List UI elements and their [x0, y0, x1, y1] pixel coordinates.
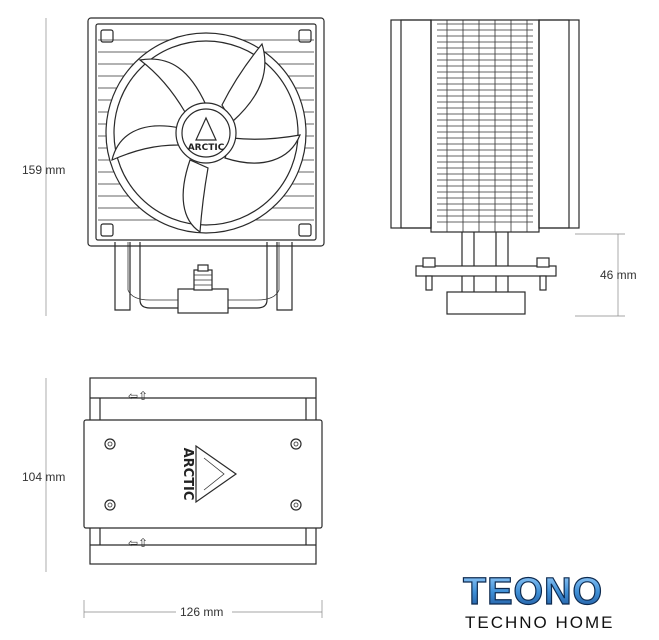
teono-watermark: TEONO TECHNO HOME	[462, 570, 615, 632]
top-screws	[104, 438, 302, 511]
airflow-arrow-top-icon: ⇦⇧	[128, 389, 148, 403]
base-height-label: 46 mm	[600, 268, 637, 282]
height-dimension: 159 mm	[22, 18, 65, 316]
fan-blades	[111, 42, 301, 234]
front-hub-brand: ARCTIC	[188, 143, 225, 153]
top-view: ⇦⇧ ⇦⇧ ARCTIC	[83, 377, 323, 565]
front-base	[177, 264, 229, 314]
watermark-subtitle: TECHNO HOME	[465, 613, 615, 632]
width-dimension: 126 mm	[83, 600, 323, 619]
side-view: 46 mm	[390, 19, 637, 317]
height-label: 159 mm	[22, 163, 65, 177]
top-brand: ARCTIC	[180, 448, 195, 501]
airflow-arrow-bottom-icon: ⇦⇧	[128, 536, 148, 550]
front-heatpipes	[114, 242, 293, 311]
base-height-dimension: 46 mm	[575, 233, 637, 317]
front-view: ARCTIC	[87, 17, 325, 314]
watermark-title: TEONO	[463, 571, 603, 613]
fan-corner-screws	[100, 29, 312, 237]
depth-label: 104 mm	[22, 470, 65, 484]
depth-dimension: 104 mm	[22, 378, 65, 572]
width-label: 126 mm	[180, 605, 223, 619]
side-fins	[437, 20, 533, 232]
